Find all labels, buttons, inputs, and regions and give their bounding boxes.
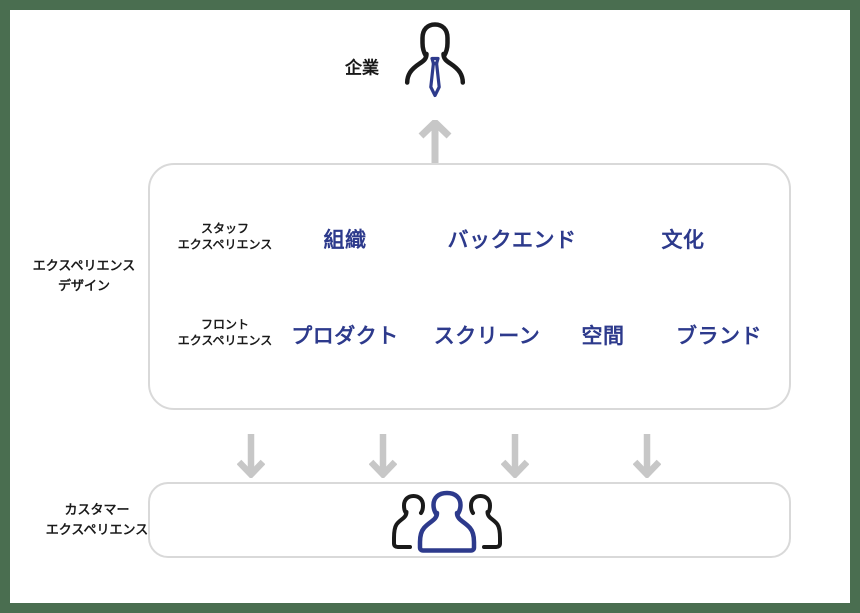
- item-space: 空間: [581, 325, 625, 348]
- item-organization: 組織: [323, 229, 367, 252]
- front-experience-label-line2: エクスペリエンス: [177, 333, 273, 347]
- customer-experience-side-label-line2: エクスペリエンス: [45, 522, 149, 537]
- staff-experience-label-line2: エクスペリエンス: [177, 237, 273, 251]
- company-label: 企業: [345, 58, 379, 78]
- experience-design-side-label-line1: エクスペリエンス: [32, 257, 136, 273]
- customer-experience-side-label: カスタマー エクスペリエンス: [46, 500, 148, 540]
- item-culture: 文化: [661, 229, 705, 252]
- people-group-icon: [392, 490, 502, 554]
- staff-experience-label-line1: スタッフ: [200, 221, 249, 236]
- front-experience-label-line1: フロント: [200, 317, 249, 332]
- arrow-down-icon: [369, 434, 397, 478]
- business-person-icon: [403, 20, 467, 108]
- experience-design-side-label: エクスペリエンス デザイン: [33, 256, 135, 296]
- diagram-canvas: 企業 エクスペリエンス デザイン スタッフ エクスペリエンス 組織 バックエンド…: [10, 10, 850, 603]
- arrow-down-icon: [501, 434, 529, 478]
- arrow-down-icon: [237, 434, 265, 478]
- experience-design-side-label-line2: デザイン: [57, 278, 111, 293]
- customer-experience-side-label-line1: カスタマー: [64, 501, 130, 517]
- arrow-up-icon: [418, 120, 452, 168]
- item-product: プロダクト: [291, 325, 399, 348]
- item-backend: バックエンド: [447, 229, 577, 252]
- item-brand: ブランド: [676, 325, 762, 348]
- front-experience-row-label: フロント エクスペリエンス: [178, 317, 273, 348]
- arrow-down-icon: [633, 434, 661, 478]
- experience-design-box: [148, 163, 791, 410]
- item-screen: スクリーン: [433, 325, 541, 348]
- staff-experience-row-label: スタッフ エクスペリエンス: [178, 221, 273, 252]
